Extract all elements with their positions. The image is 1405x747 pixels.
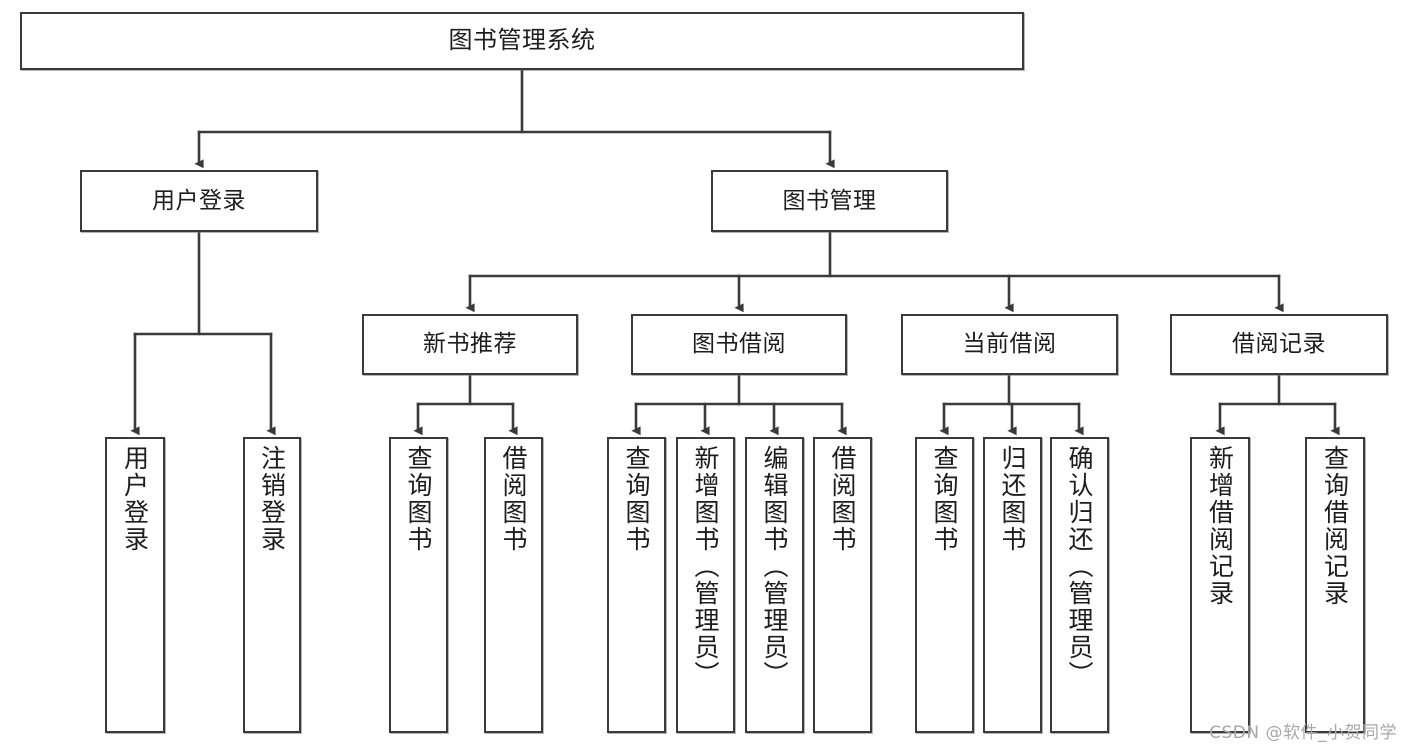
node-new-book-rec[interactable]: 新书推荐 bbox=[362, 314, 578, 375]
node-leaf-query-book-1-label: 查询图书 bbox=[404, 445, 433, 553]
node-book-borrow[interactable]: 图书借阅 bbox=[631, 314, 847, 375]
node-leaf-confirm-return[interactable]: 确认归还（管理员） bbox=[1050, 437, 1109, 733]
node-root-label: 图书管理系统 bbox=[448, 26, 596, 55]
node-leaf-edit-book[interactable]: 编辑图书（管理员） bbox=[745, 437, 804, 733]
node-current-borrow-label: 当前借阅 bbox=[962, 331, 1057, 358]
node-current-borrow[interactable]: 当前借阅 bbox=[901, 314, 1118, 375]
node-leaf-edit-book-label: 编辑图书（管理员） bbox=[760, 445, 789, 688]
node-leaf-confirm-return-label: 确认归还（管理员） bbox=[1065, 445, 1094, 688]
node-leaf-return-book-label: 归还图书 bbox=[998, 445, 1027, 553]
node-root[interactable]: 图书管理系统 bbox=[20, 12, 1024, 70]
node-leaf-logout[interactable]: 注销登录 bbox=[243, 437, 301, 733]
node-leaf-query-book-2-label: 查询图书 bbox=[622, 445, 651, 553]
watermark: CSDN @软件_小贺同学 bbox=[1209, 723, 1397, 743]
node-leaf-borrow-book-1[interactable]: 借阅图书 bbox=[484, 437, 543, 733]
node-leaf-borrow-book-1-label: 借阅图书 bbox=[499, 445, 528, 553]
node-leaf-query-book-1[interactable]: 查询图书 bbox=[389, 437, 448, 733]
node-leaf-add-book-label: 新增图书（管理员） bbox=[691, 445, 720, 688]
node-user-login-label: 用户登录 bbox=[152, 187, 246, 214]
node-leaf-query-book-2[interactable]: 查询图书 bbox=[607, 437, 666, 733]
node-leaf-add-record-label: 新增借阅记录 bbox=[1205, 445, 1235, 607]
node-book-manage[interactable]: 图书管理 bbox=[711, 170, 948, 232]
node-book-borrow-label: 图书借阅 bbox=[692, 331, 786, 358]
node-leaf-add-record[interactable]: 新增借阅记录 bbox=[1190, 437, 1250, 733]
node-user-login[interactable]: 用户登录 bbox=[80, 170, 318, 232]
node-borrow-record[interactable]: 借阅记录 bbox=[1170, 314, 1388, 375]
node-book-manage-label: 图书管理 bbox=[782, 187, 877, 214]
node-leaf-logout-label: 注销登录 bbox=[257, 445, 287, 553]
node-new-book-rec-label: 新书推荐 bbox=[423, 331, 517, 358]
node-leaf-return-book[interactable]: 归还图书 bbox=[983, 437, 1042, 733]
node-leaf-query-book-3[interactable]: 查询图书 bbox=[915, 437, 974, 733]
node-leaf-user-login-label: 用户登录 bbox=[120, 445, 150, 553]
node-leaf-query-record[interactable]: 查询借阅记录 bbox=[1305, 437, 1365, 733]
node-leaf-user-login[interactable]: 用户登录 bbox=[105, 437, 165, 733]
node-leaf-query-book-3-label: 查询图书 bbox=[930, 445, 959, 553]
node-leaf-borrow-book-2[interactable]: 借阅图书 bbox=[813, 437, 872, 733]
node-leaf-query-record-label: 查询借阅记录 bbox=[1320, 445, 1350, 607]
node-leaf-borrow-book-2-label: 借阅图书 bbox=[828, 445, 857, 553]
node-borrow-record-label: 借阅记录 bbox=[1232, 331, 1326, 358]
node-leaf-add-book[interactable]: 新增图书（管理员） bbox=[676, 437, 735, 733]
